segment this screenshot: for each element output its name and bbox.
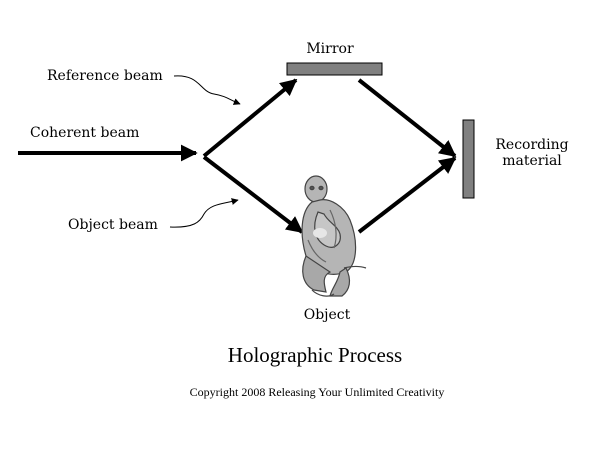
recording-material-line1: Recording <box>495 137 569 153</box>
reference-beam-arrow <box>202 78 298 158</box>
coherent-beam-label: Coherent beam <box>30 125 140 141</box>
recording-material-line2: material <box>502 153 562 169</box>
reference-beam-pointer <box>173 75 241 105</box>
recording-material-plate <box>462 119 475 199</box>
object-to-plate-arrow <box>357 156 457 234</box>
object-label: Object <box>303 307 351 323</box>
mirror <box>286 62 383 76</box>
recording-material-label: Recording material <box>485 137 579 169</box>
reference-beam-label: Reference beam <box>47 68 163 84</box>
copyright-notice: Copyright 2008 Releasing Your Unlimited … <box>189 385 445 399</box>
diagram-title: Holographic Process <box>227 343 403 367</box>
mirror-to-plate-arrow <box>357 78 457 158</box>
object-beam-pointer <box>169 198 239 228</box>
mirror-label: Mirror <box>306 41 354 57</box>
crouching-figure-icon <box>301 175 367 297</box>
object-beam-label: Object beam <box>68 217 158 233</box>
object-beam-arrow <box>202 155 304 234</box>
